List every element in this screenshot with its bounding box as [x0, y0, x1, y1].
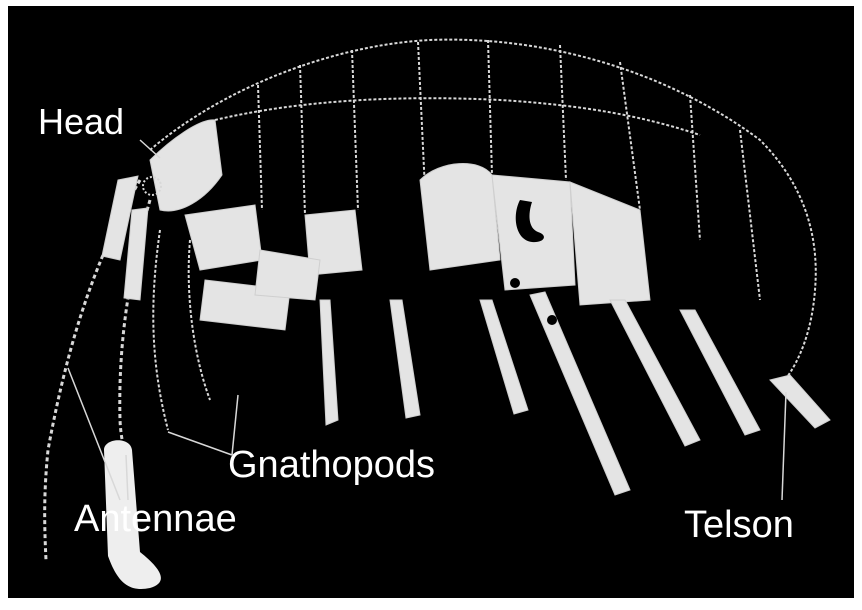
leg-dot-4: [609, 423, 619, 433]
label-head: Head: [38, 104, 124, 140]
label-antennae: Antennae: [74, 500, 237, 538]
leg-dot-2: [547, 315, 557, 325]
label-gnathopods: Gnathopods: [228, 446, 435, 484]
plate-3: [420, 164, 500, 270]
leg-dot-1: [510, 278, 520, 288]
leg-dot-3: [585, 365, 595, 375]
label-telson: Telson: [684, 506, 794, 544]
